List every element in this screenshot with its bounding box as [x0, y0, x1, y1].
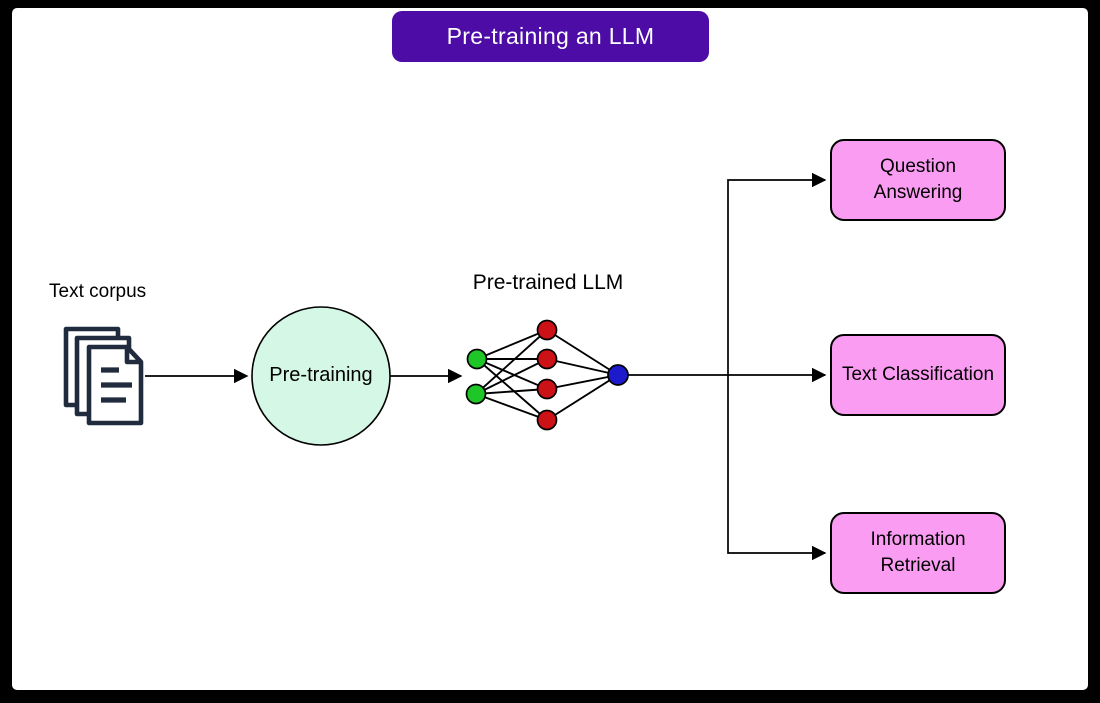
- output-box-label: Question Answering: [873, 156, 963, 203]
- output-box-text-classification: Text Classification: [830, 334, 1006, 416]
- output-box-information-retrieval: Information Retrieval: [830, 512, 1006, 594]
- diagram-title-label: Pre-training an LLM: [446, 23, 655, 49]
- text-corpus-label: Text corpus: [49, 281, 147, 302]
- pretrained-llm-label: Pre-trained LLM: [472, 271, 624, 294]
- output-box-label: Text Classification: [841, 364, 995, 385]
- output-box-label: Information Retrieval: [870, 529, 966, 576]
- output-box-question-answering: Question Answering: [830, 139, 1006, 221]
- pretraining-label: Pre-training: [269, 364, 373, 386]
- diagram-title: Pre-training an LLM: [392, 11, 709, 62]
